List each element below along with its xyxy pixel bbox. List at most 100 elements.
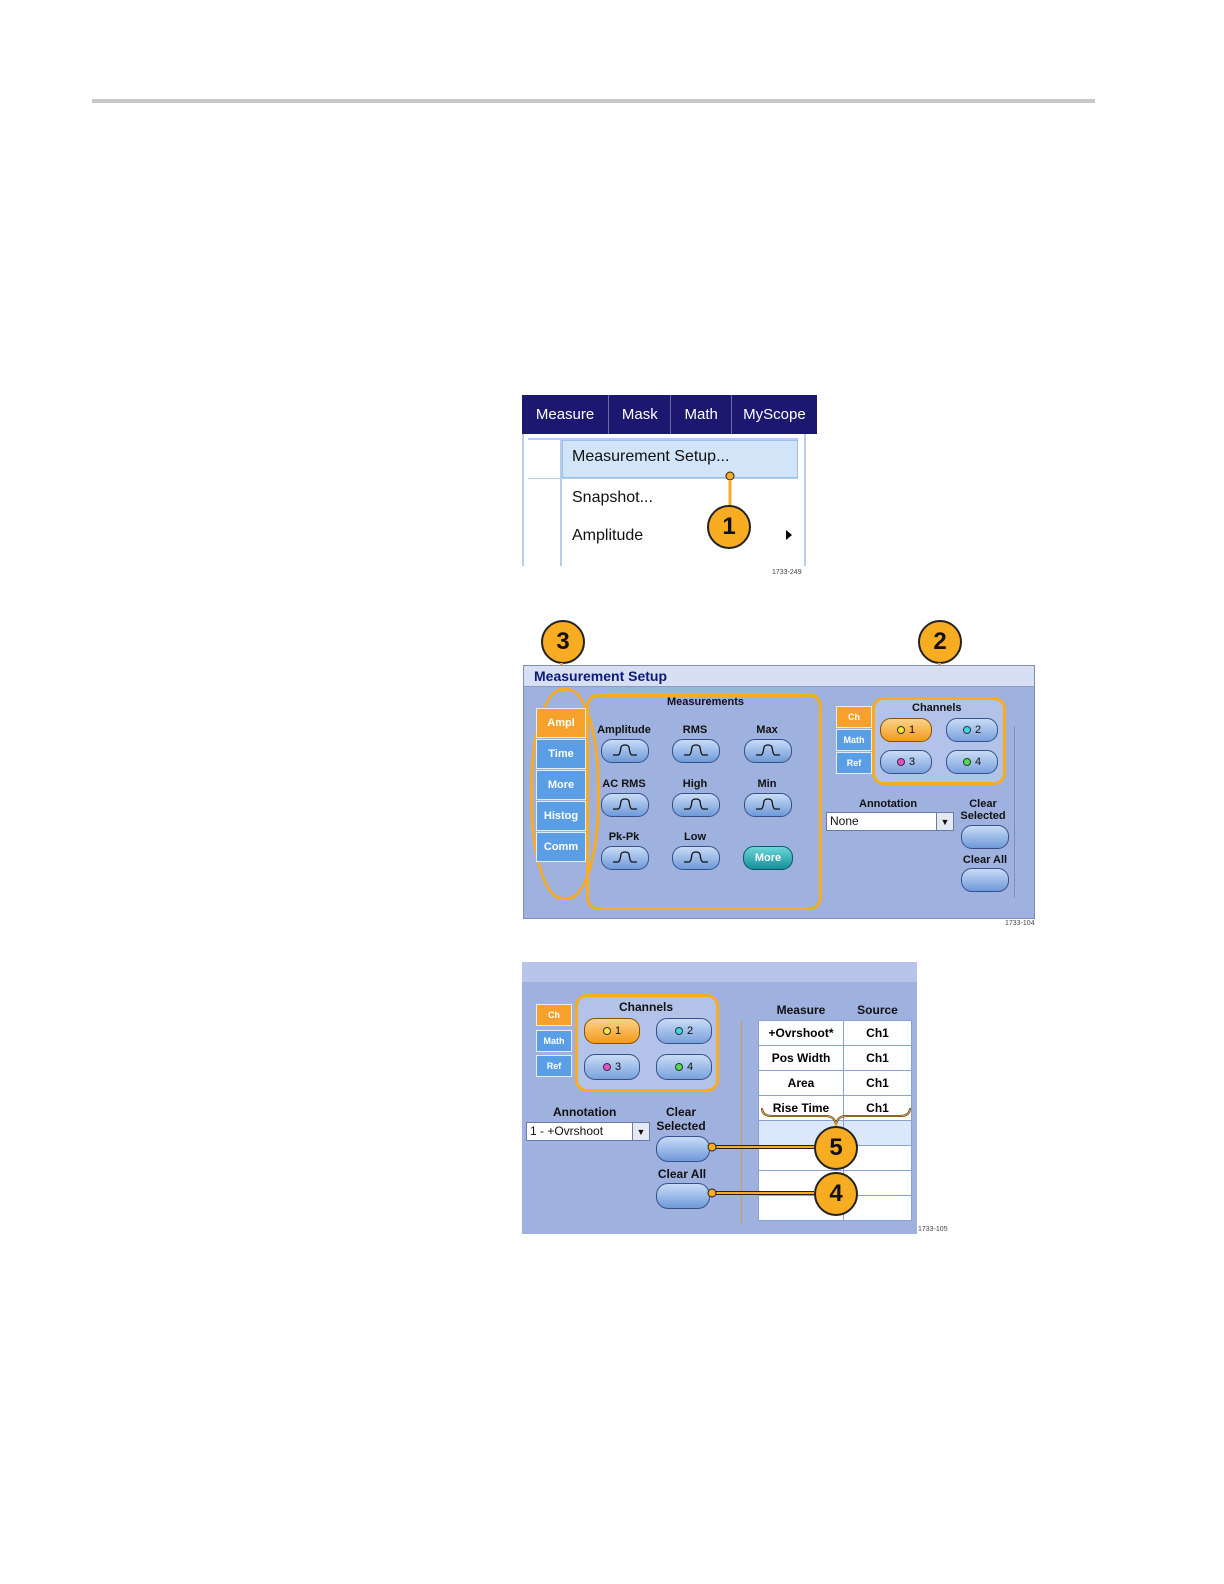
callout-3: 3: [541, 620, 585, 664]
channels-title: Channels: [912, 702, 962, 714]
min-button[interactable]: [744, 793, 792, 817]
annotation-select[interactable]: None ▼: [826, 812, 954, 831]
menu-item-measurement-setup[interactable]: Measurement Setup...: [572, 448, 730, 465]
side-bracket: [1014, 726, 1031, 898]
channel-2-button[interactable]: 2: [946, 718, 998, 742]
waveform-icon: [613, 798, 637, 810]
more-measurements-button[interactable]: More: [743, 846, 793, 870]
source-tab-ch[interactable]: Ch: [536, 1004, 572, 1026]
low-button[interactable]: [672, 846, 720, 870]
ch3-color-icon: [896, 758, 905, 766]
ch2-color-icon: [674, 1027, 683, 1035]
menu-myscope[interactable]: MyScope: [743, 406, 806, 423]
amplitude-button[interactable]: [601, 739, 649, 763]
source-tab-math[interactable]: Math: [536, 1030, 572, 1052]
meas-label-pk-pk: Pk-Pk: [608, 831, 640, 843]
waveform-icon: [613, 744, 637, 756]
channel-3-label: 3: [614, 1061, 622, 1073]
tabs-highlight-ellipse: [530, 688, 600, 900]
tab-ampl[interactable]: Ampl: [536, 708, 586, 738]
dropdown-arrow-icon: ▼: [632, 1123, 649, 1140]
channel-1-label: 1: [614, 1025, 622, 1037]
divider-line: [741, 1020, 742, 1225]
figure-code: 1733-104: [1005, 920, 1035, 927]
waveform-icon: [684, 851, 708, 863]
header-rule: [92, 99, 1095, 103]
channel-4-label: 4: [686, 1061, 694, 1073]
channels-title: Channels: [619, 1000, 674, 1014]
callout-4: 4: [814, 1172, 858, 1216]
source-tab-ref[interactable]: Ref: [536, 1055, 572, 1077]
rms-button[interactable]: [672, 739, 720, 763]
ch1-color-icon: [896, 726, 905, 734]
waveform-icon: [756, 798, 780, 810]
pk-pk-button[interactable]: [601, 846, 649, 870]
menu-top-border: [528, 438, 798, 440]
meas-label-min: Min: [757, 778, 777, 790]
table-row[interactable]: +Ovrshoot*Ch1: [758, 1020, 912, 1046]
channel-3-button[interactable]: 3: [880, 750, 932, 774]
ch2-color-icon: [962, 726, 971, 734]
source-tab-ref[interactable]: Ref: [836, 752, 872, 774]
waveform-icon: [684, 798, 708, 810]
annotation-label: Annotation: [553, 1105, 617, 1119]
panel-top-bar: [522, 962, 917, 982]
channel-4-button[interactable]: 4: [946, 750, 998, 774]
menu-math[interactable]: Math: [671, 395, 732, 434]
measurements-group: [586, 694, 822, 910]
clear-selected-button[interactable]: [656, 1136, 710, 1162]
meas-label-max: Max: [756, 724, 778, 736]
tab-time[interactable]: Time: [536, 739, 586, 769]
source-tab-ch[interactable]: Ch: [836, 706, 872, 728]
callout-1: 1: [707, 505, 751, 549]
meas-label-low: Low: [684, 831, 706, 843]
clear-all-button[interactable]: [961, 868, 1009, 892]
menu-measure[interactable]: Measure: [522, 395, 610, 434]
channel-4-label: 4: [974, 756, 982, 768]
high-button[interactable]: [672, 793, 720, 817]
clear-all-label: Clear All: [657, 1167, 707, 1181]
channel-1-button[interactable]: 1: [584, 1018, 640, 1044]
channel-2-button[interactable]: 2: [656, 1018, 712, 1044]
waveform-icon: [684, 744, 708, 756]
annotation-value: 1 - +Ovrshoot: [530, 1124, 604, 1138]
menu-mask[interactable]: Mask: [609, 395, 672, 434]
tab-more[interactable]: More: [536, 770, 586, 800]
max-button[interactable]: [744, 739, 792, 763]
channel-1-button[interactable]: 1: [880, 718, 932, 742]
table-row[interactable]: [758, 1195, 912, 1221]
tab-histog[interactable]: Histog: [536, 801, 586, 831]
source-tab-math[interactable]: Math: [836, 729, 872, 751]
measure-dropdown: Measurement Setup... Snapshot... Amplitu…: [522, 434, 806, 566]
channel-4-button[interactable]: 4: [656, 1054, 712, 1080]
callout-leaders-4-5: [707, 1107, 911, 1198]
meas-label-amplitude: Amplitude: [597, 724, 651, 736]
menu-bar: Measure Mask Math MyScope: [522, 395, 817, 434]
measurement-setup-panel: Measurement Setup Ampl Time More Histog …: [523, 665, 1035, 919]
annotation-select[interactable]: 1 - +Ovrshoot ▼: [526, 1122, 650, 1141]
ac-rms-button[interactable]: [601, 793, 649, 817]
menu-item-amplitude[interactable]: Amplitude: [572, 527, 644, 544]
figure-code: 1733-105: [918, 1226, 948, 1233]
menu-separator: [528, 478, 798, 479]
callout-5: 5: [814, 1126, 858, 1170]
cell-source: Ch1: [843, 1070, 912, 1096]
menu-highlight: [562, 440, 798, 478]
annotation-label: Annotation: [859, 798, 918, 810]
tab-comm[interactable]: Comm: [536, 832, 586, 862]
menu-item-snapshot[interactable]: Snapshot...: [572, 489, 653, 506]
channel-2-label: 2: [686, 1025, 694, 1037]
waveform-icon: [756, 744, 780, 756]
ch3-color-icon: [602, 1063, 611, 1071]
channel-3-label: 3: [908, 756, 916, 768]
header-source: Source: [857, 1003, 898, 1017]
channel-2-label: 2: [974, 724, 982, 736]
cell-measure: Area: [758, 1070, 844, 1096]
channel-3-button[interactable]: 3: [584, 1054, 640, 1080]
panel-title: Measurement Setup: [534, 668, 668, 684]
clear-selected-button[interactable]: [961, 825, 1009, 849]
